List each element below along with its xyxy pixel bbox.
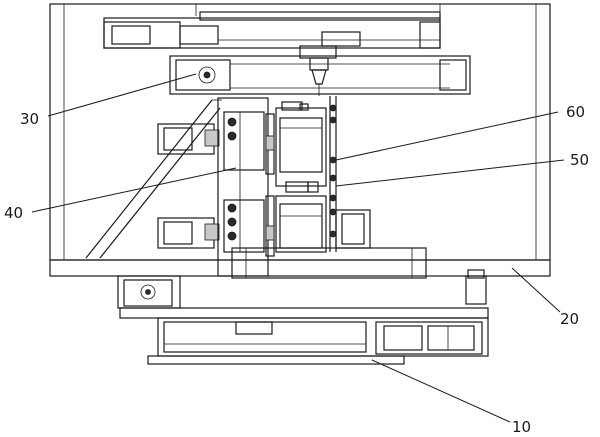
slide-plate [217, 97, 275, 277]
motor-plate [169, 55, 471, 95]
ref-label-50: 50 [570, 151, 589, 169]
diagonal-brace [85, 99, 222, 259]
leader-40 [31, 167, 237, 213]
leader-50 [335, 159, 565, 187]
leader-10 [371, 359, 511, 423]
ref-label-30: 30 [20, 110, 39, 128]
ref-label-20: 20 [560, 310, 579, 328]
main-frame [49, 3, 551, 277]
reference-numerals: 30 40 60 50 20 10 [4, 103, 589, 436]
leader-lines [31, 73, 565, 423]
bottom-roller [231, 247, 427, 279]
vertical-shaft [329, 96, 371, 252]
ref-label-60: 60 [566, 103, 585, 121]
under-frame-assembly [117, 269, 489, 319]
ref-label-40: 40 [4, 204, 23, 222]
spindle-nozzle [299, 45, 337, 96]
leader-60 [335, 111, 559, 161]
gripper-blocks [275, 101, 327, 253]
left-side-motors [157, 123, 220, 249]
ref-label-10: 10 [512, 418, 531, 436]
base-assembly [147, 317, 489, 365]
leader-30 [47, 73, 197, 117]
top-rail-assembly [103, 11, 441, 49]
leader-20 [511, 267, 561, 313]
